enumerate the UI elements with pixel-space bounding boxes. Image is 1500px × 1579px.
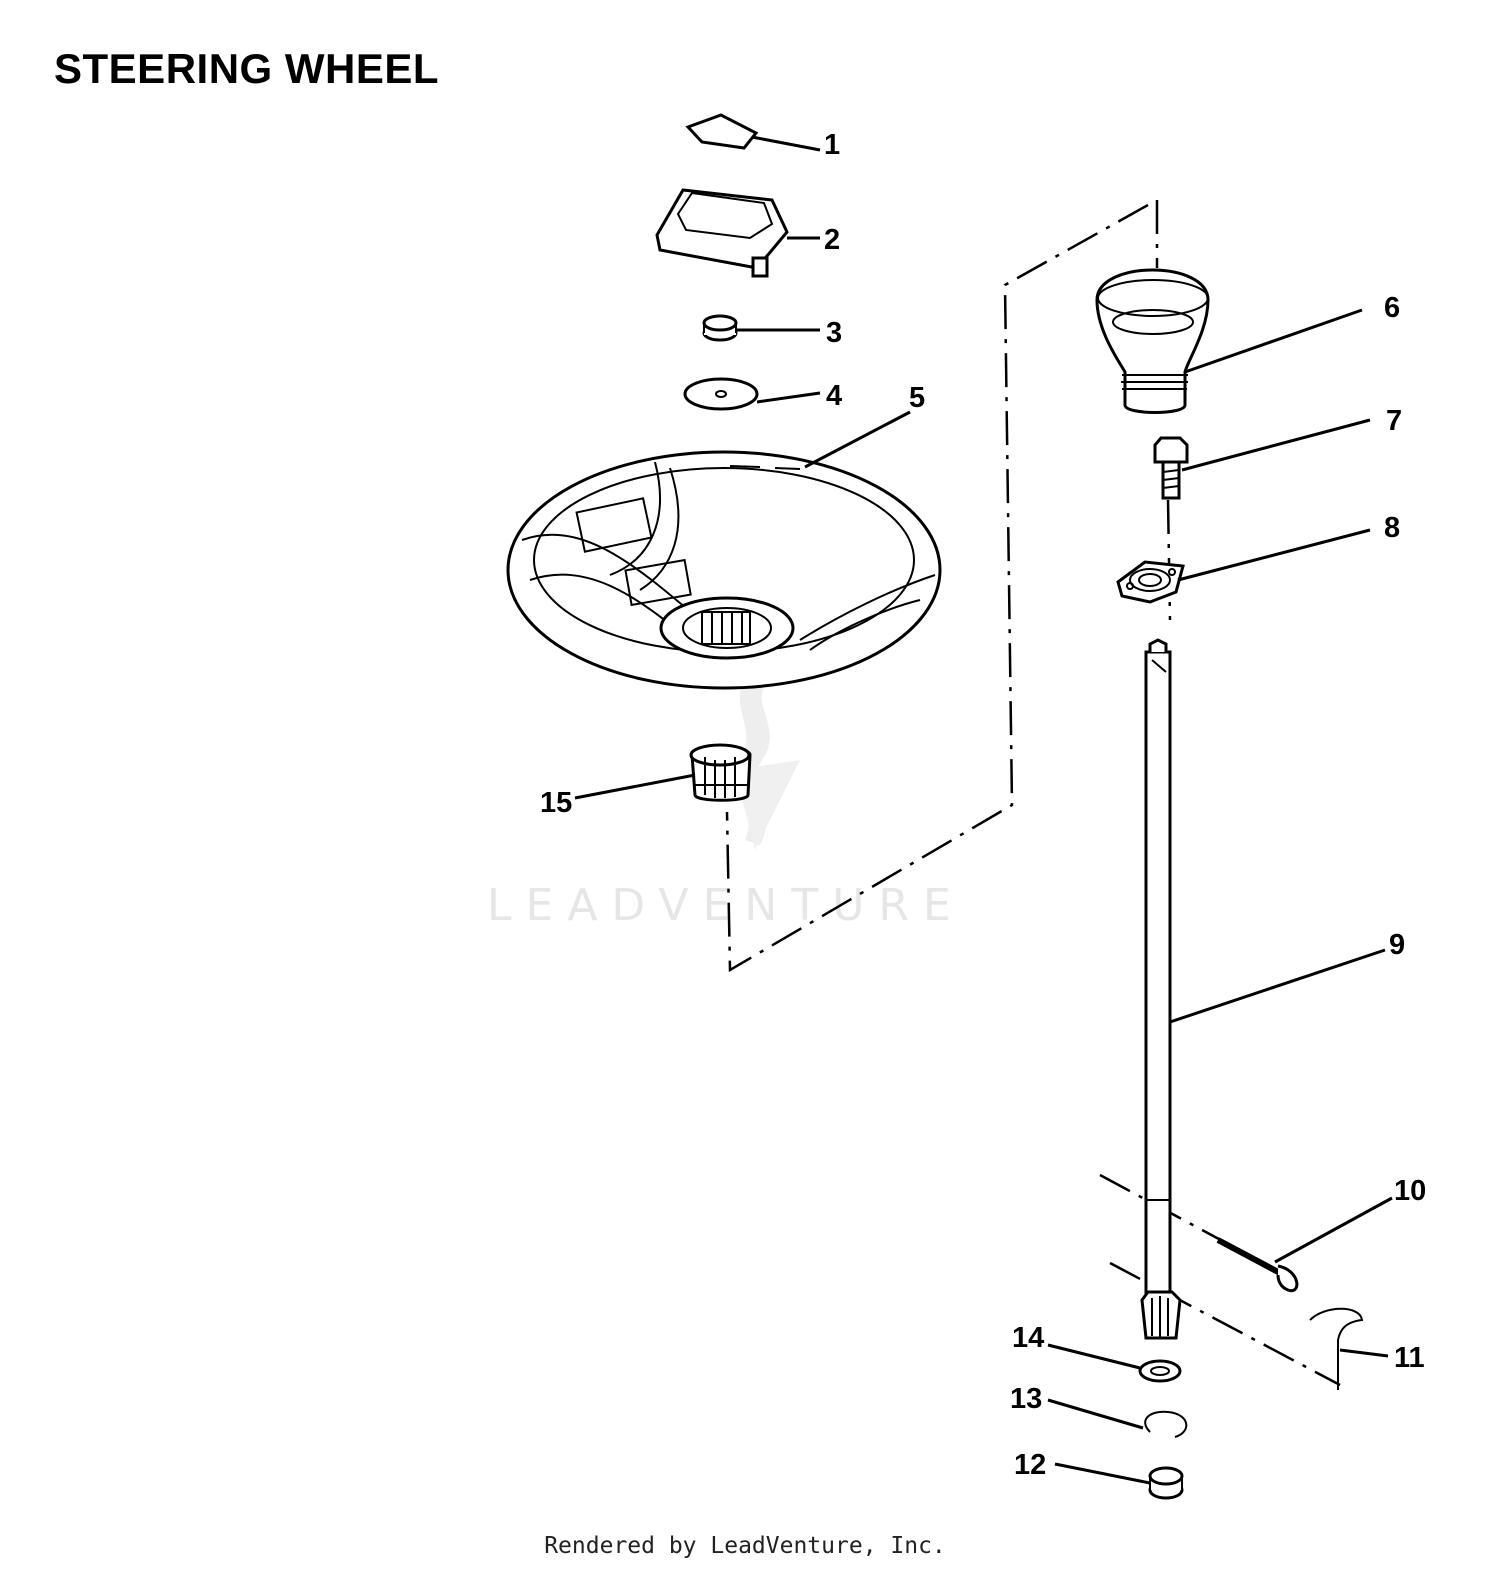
part-emblem: [685, 113, 821, 152]
callout-9: 9: [1389, 929, 1405, 961]
callout-6: 6: [1384, 292, 1400, 324]
part-nut: [702, 314, 820, 342]
watermark: LEADVENTURE: [487, 675, 965, 931]
callout-13: 13: [1010, 1383, 1042, 1415]
callout-11: 11: [1394, 1342, 1425, 1374]
callout-1: 1: [824, 129, 840, 161]
diagram-title: STEERING WHEEL: [54, 45, 440, 92]
callout-5: 5: [909, 382, 925, 414]
callout-7: 7: [1386, 405, 1402, 437]
part-bushing: [1054, 1462, 1184, 1500]
watermark-text: LEADVENTURE: [487, 880, 965, 931]
callout-8: 8: [1384, 512, 1400, 544]
part-steering-shaft: [1140, 638, 1386, 1340]
part-retaining-clip: [1309, 1307, 1389, 1390]
callout-2: 2: [824, 224, 840, 256]
callout-4: 4: [826, 380, 842, 412]
callout-15: 15: [540, 787, 572, 819]
callout-14: 14: [1012, 1322, 1044, 1354]
callout-3: 3: [826, 317, 842, 349]
callout-labels: 1 2 3 4 5 6 7 8 9 10 11 12 13 14 15: [540, 129, 1426, 1481]
part-steering-boot: [1095, 268, 1363, 414]
part-steering-adapter: [574, 743, 752, 802]
part-steering-cap: [655, 188, 820, 278]
callout-12: 12: [1014, 1449, 1046, 1481]
part-flat-washer: [1047, 1343, 1182, 1383]
watermark-chevron-icon: [735, 760, 800, 850]
part-washer: [683, 377, 821, 411]
part-snap-ring: [1047, 1398, 1188, 1438]
assembly-lines: [725, 200, 1341, 1387]
part-bolt: [1153, 418, 1371, 500]
callout-10: 10: [1394, 1175, 1426, 1207]
part-cotter-pin: [1216, 1196, 1393, 1293]
part-steering-wheel: [506, 410, 942, 690]
part-bearing-flange: [1116, 528, 1371, 604]
footer-credit: Rendered by LeadVenture, Inc.: [544, 1533, 946, 1559]
